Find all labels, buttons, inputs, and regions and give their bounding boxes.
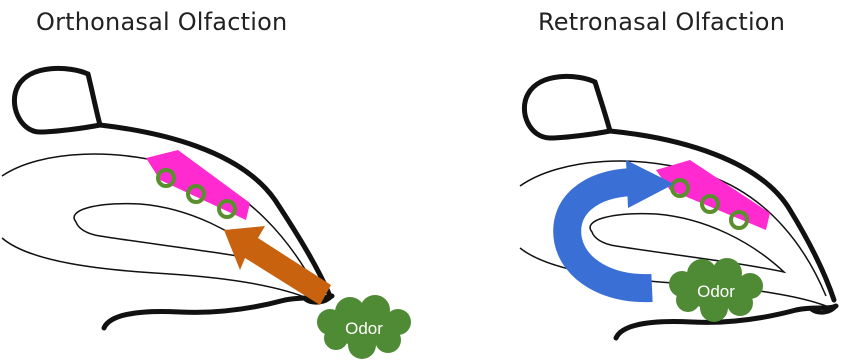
jaw-outline <box>104 296 332 328</box>
ear-outline <box>595 82 610 131</box>
retronasal-panel: Odor <box>520 76 836 338</box>
orthonasal-panel: Odor <box>2 68 411 359</box>
ear-outline <box>88 74 100 125</box>
odor-label: Odor <box>697 282 735 301</box>
odor-label: Odor <box>345 319 383 338</box>
